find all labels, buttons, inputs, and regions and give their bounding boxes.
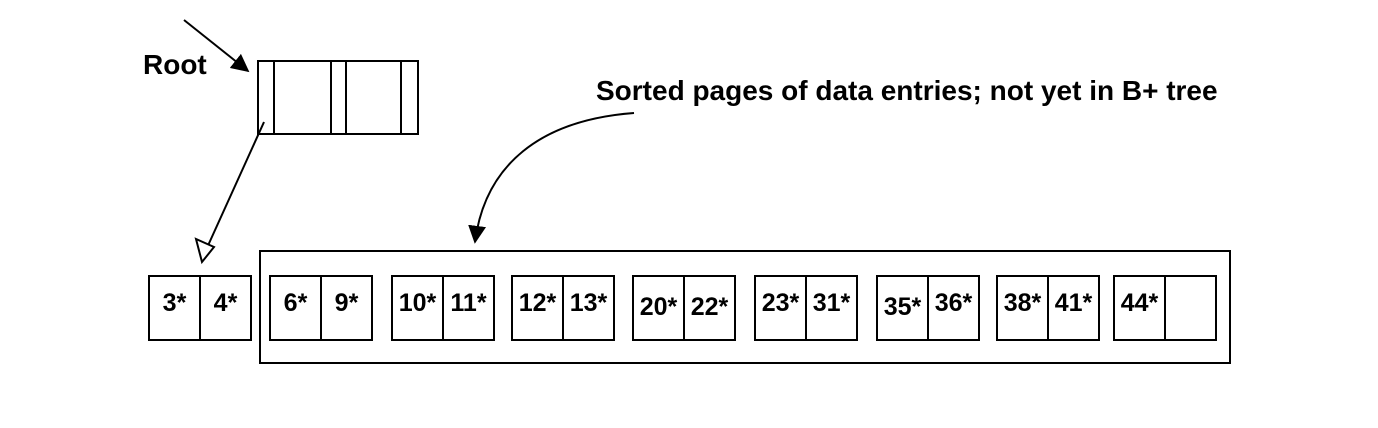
- leaf-page: 10* 11*: [391, 275, 495, 341]
- data-entry-label: 10*: [399, 289, 437, 317]
- data-entry-label: 4*: [214, 289, 238, 317]
- data-entry-label: 44*: [1121, 289, 1159, 317]
- data-entry-label: 3*: [163, 289, 187, 317]
- leaf-page: 3* 4*: [148, 275, 252, 341]
- leaf-page: 35* 36*: [876, 275, 980, 341]
- root-label: Root: [143, 49, 207, 80]
- root-pointer-arrow: [183, 19, 250, 73]
- root-index-node: [257, 60, 419, 135]
- leaf-page: 20* 22*: [632, 275, 736, 341]
- data-entry-label: 11*: [450, 289, 486, 317]
- leaf-pages: 3* 4* 6* 9* 10* 11* 12* 13* 20* 22* 23* 31* 35* 36* 38…: [148, 275, 1217, 341]
- leaf-page: 38* 41*: [996, 275, 1100, 341]
- data-entry-label: 22*: [691, 293, 729, 321]
- leaf-page: 44*: [1113, 275, 1217, 341]
- data-entry-label: 20*: [640, 293, 678, 321]
- data-entry-label: 23*: [762, 289, 800, 317]
- data-entry-label: 12*: [519, 289, 557, 317]
- root-node-box: [257, 60, 419, 135]
- data-entry-label: 38*: [1004, 289, 1042, 317]
- caption-arrow: [468, 112, 635, 244]
- data-entry-label: 41*: [1055, 289, 1093, 317]
- data-entry-label: 36*: [935, 289, 973, 317]
- leaf-page: 12* 13*: [511, 275, 615, 341]
- root-to-leaf-arrow: [194, 121, 265, 265]
- pending-pages-container: [259, 250, 1231, 364]
- data-entry-label: 6*: [284, 289, 308, 317]
- data-entry-label: 35*: [884, 293, 922, 321]
- data-entry-label: 9*: [335, 289, 359, 317]
- data-entry-label: 31*: [813, 289, 851, 317]
- leaf-page: 6* 9*: [269, 275, 373, 341]
- leaf-page: 23* 31*: [754, 275, 858, 341]
- data-entry-label: 13*: [570, 289, 608, 317]
- unsorted-pages-caption: Sorted pages of data entries; not yet in…: [596, 75, 1218, 106]
